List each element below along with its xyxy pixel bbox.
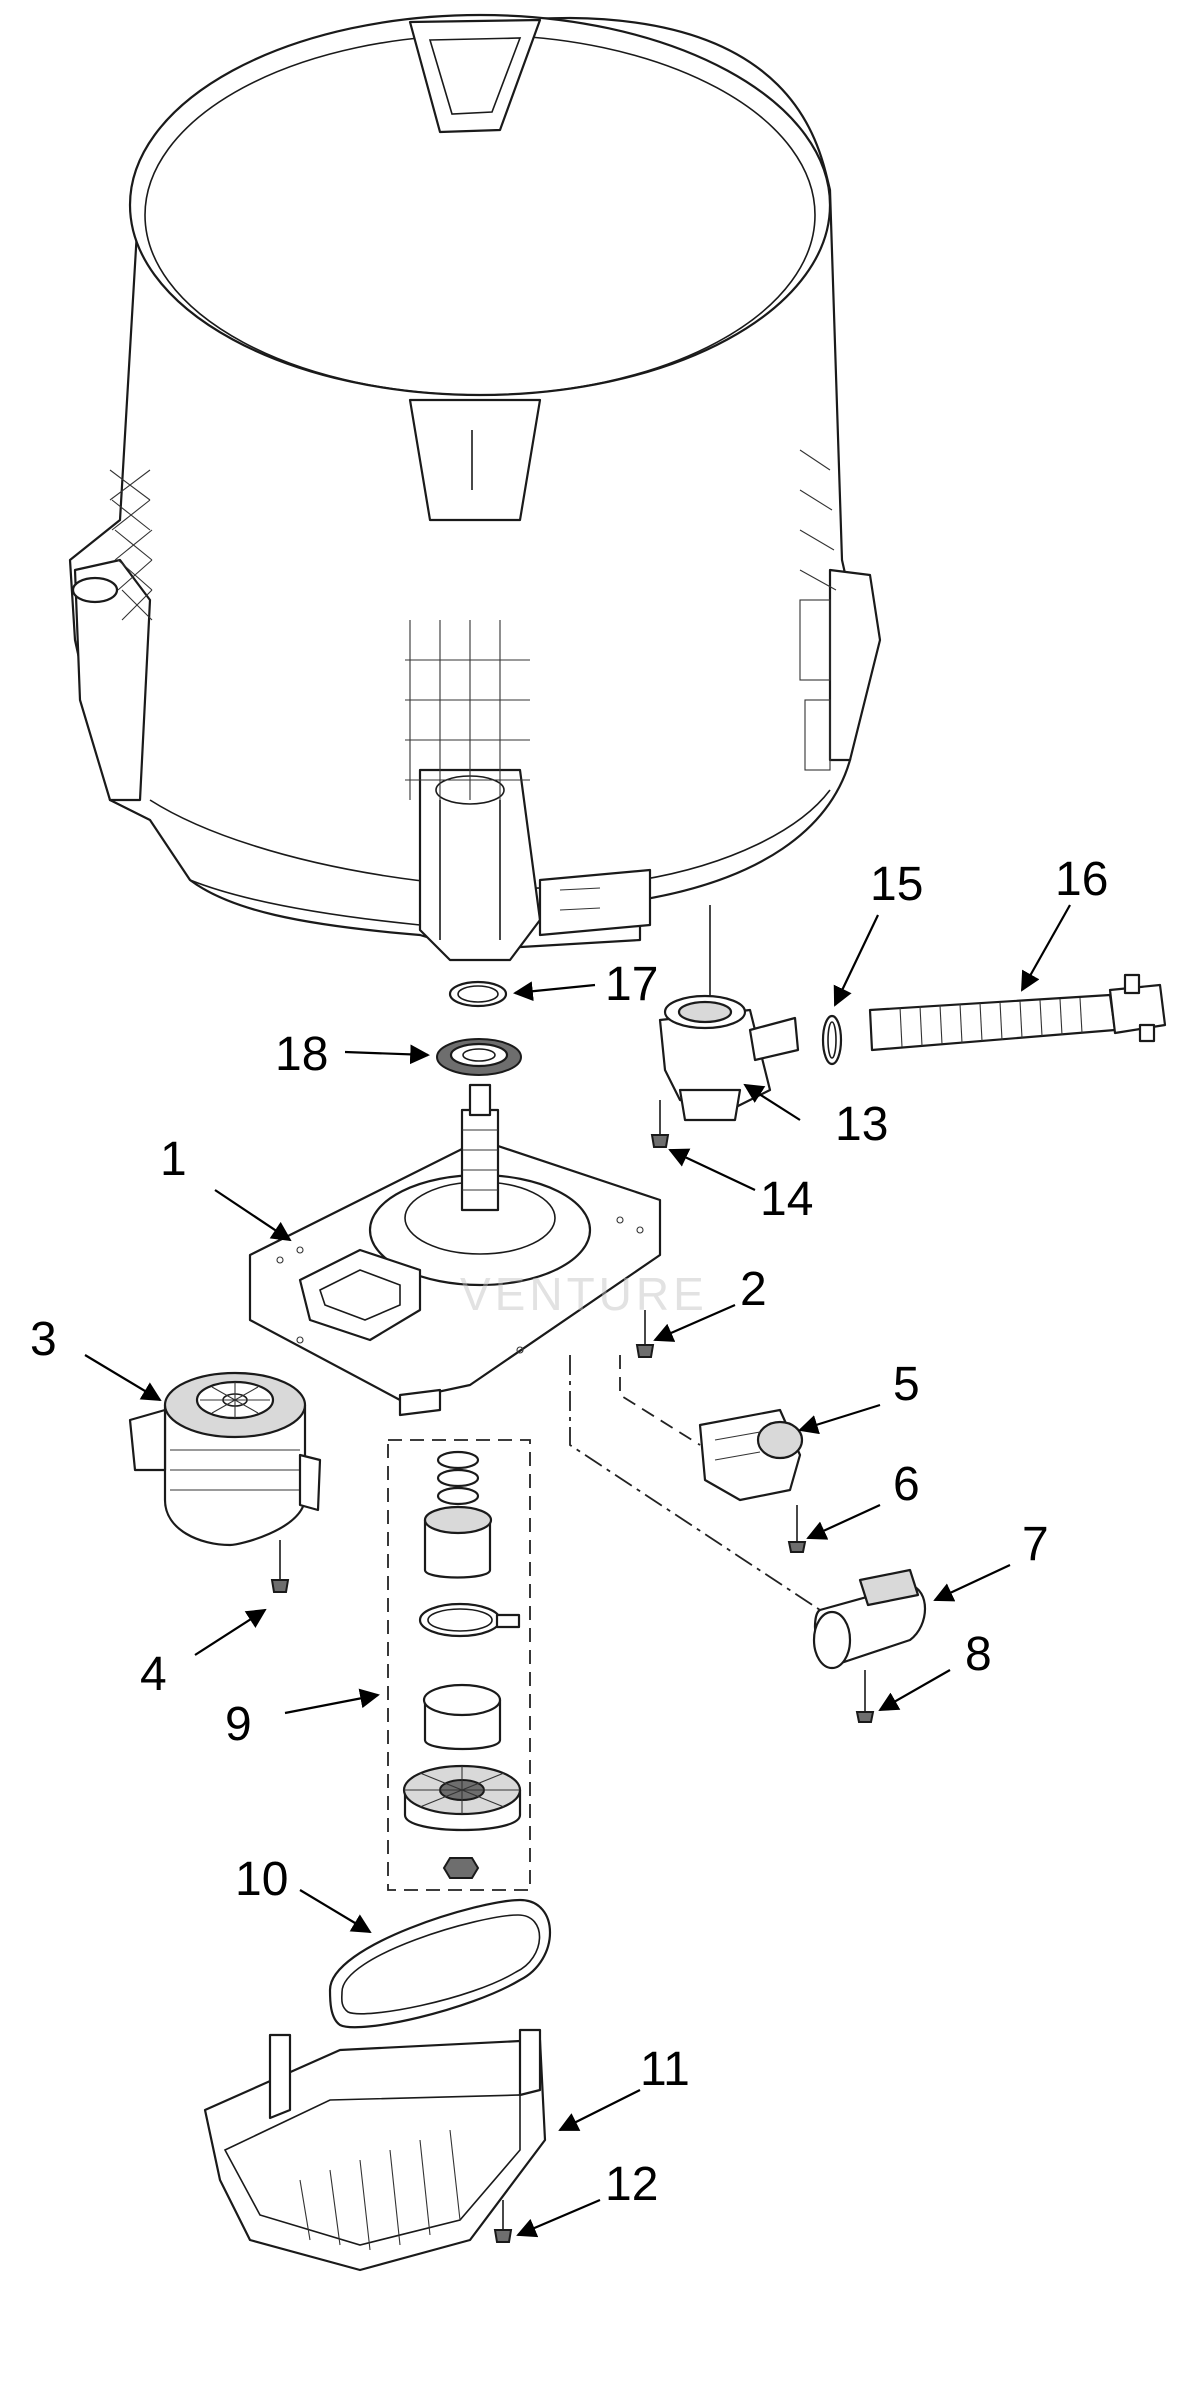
callout-15: 15 bbox=[870, 858, 923, 911]
callout-6: 6 bbox=[893, 1458, 920, 1511]
screw-14 bbox=[650, 1100, 670, 1148]
screw-6 bbox=[787, 1505, 807, 1553]
callout-16: 16 bbox=[1055, 853, 1108, 906]
callout-5: 5 bbox=[893, 1358, 920, 1411]
hose-clamp-15 bbox=[821, 1014, 843, 1066]
motor-3 bbox=[128, 1371, 322, 1547]
callout-3: 3 bbox=[30, 1313, 57, 1366]
lid-switch-5 bbox=[698, 1408, 804, 1502]
callout-8: 8 bbox=[965, 1628, 992, 1681]
drain-hose-16 bbox=[868, 973, 1167, 1052]
mount-plate-gearcase-1 bbox=[248, 1083, 662, 1417]
bearing-seal-18 bbox=[436, 1038, 522, 1076]
callout-7: 7 bbox=[1022, 1518, 1049, 1571]
callout-10: 10 bbox=[235, 1853, 288, 1906]
base-pan-11 bbox=[203, 2028, 547, 2272]
callout-2: 2 bbox=[740, 1263, 767, 1316]
drive-belt-10 bbox=[328, 1898, 551, 2029]
callout-11: 11 bbox=[640, 2043, 690, 2096]
outer-tub bbox=[68, 13, 882, 962]
screw-2 bbox=[635, 1310, 655, 1358]
callout-18: 18 bbox=[275, 1028, 328, 1081]
callout-1: 1 bbox=[160, 1133, 187, 1186]
screw-12 bbox=[493, 2200, 513, 2243]
drain-pump-13 bbox=[658, 905, 800, 1122]
watermark: VENTURE bbox=[460, 1268, 708, 1320]
callout-labels: 1 2 3 4 5 6 7 8 9 10 11 12 13 14 15 16 1… bbox=[30, 853, 1108, 2211]
screw-4 bbox=[270, 1540, 290, 1593]
connection-lines bbox=[569, 1355, 821, 1611]
callout-14: 14 bbox=[760, 1173, 813, 1226]
callout-13: 13 bbox=[835, 1098, 888, 1151]
leader-arrows bbox=[84, 904, 1071, 2238]
callout-17: 17 bbox=[605, 958, 658, 1011]
clutch-assembly-9 bbox=[387, 1439, 531, 1891]
capacitor-7 bbox=[812, 1568, 926, 1670]
screw-8 bbox=[855, 1670, 875, 1723]
callout-4: 4 bbox=[140, 1648, 167, 1701]
seal-ring-17 bbox=[448, 980, 508, 1008]
callout-12: 12 bbox=[605, 2158, 658, 2211]
callout-9: 9 bbox=[225, 1698, 252, 1751]
